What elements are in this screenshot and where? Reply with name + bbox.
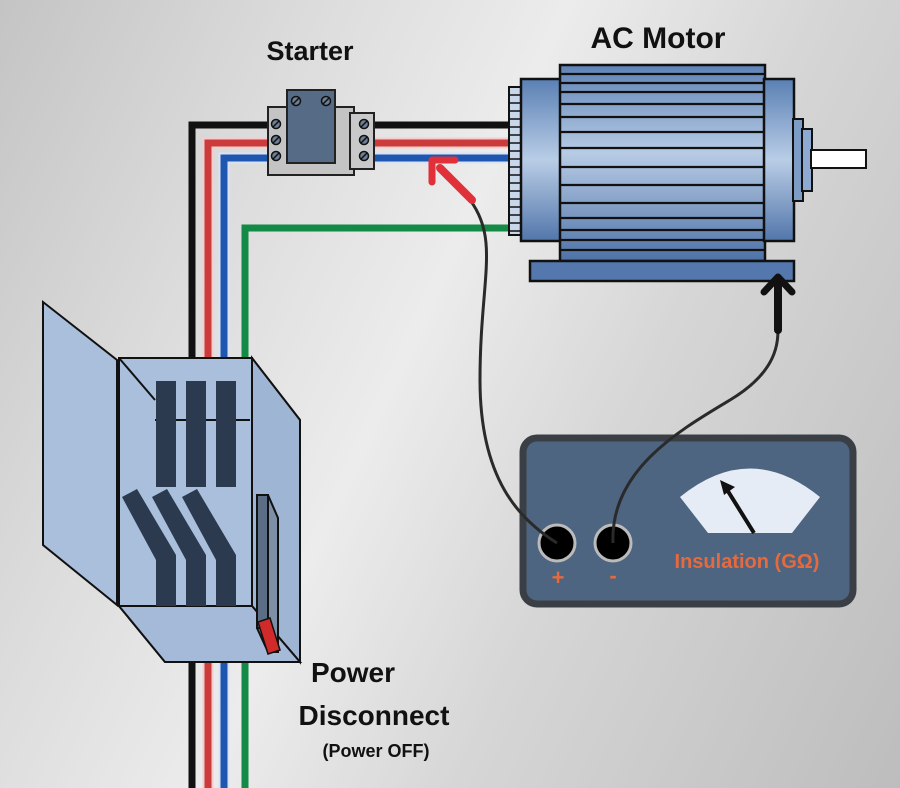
handle-red-tip xyxy=(257,617,281,655)
starter-label: Starter xyxy=(266,36,354,66)
disconnect-state-label: (Power OFF) xyxy=(323,741,430,761)
disconnect-label-line1: Power xyxy=(311,657,395,688)
positive-terminal-label: + xyxy=(552,565,565,590)
motor-base xyxy=(528,259,796,283)
starter[interactable] xyxy=(267,89,375,176)
negative-test-lead[interactable] xyxy=(611,273,796,544)
power-disconnect[interactable] xyxy=(42,299,303,665)
insulation-tester[interactable]: + - Insulation (GΩ) xyxy=(519,434,857,608)
ac-motor[interactable] xyxy=(508,63,867,283)
probe-arrow-black xyxy=(760,273,796,296)
probe-arrow-red xyxy=(428,156,459,186)
meter-needle xyxy=(724,486,756,535)
meter-dial xyxy=(680,468,820,533)
disconnect-label-line2: Disconnect xyxy=(299,700,450,731)
meter-title: Insulation (GΩ) xyxy=(675,551,820,573)
switch-blades-open xyxy=(122,489,236,606)
motor-label: AC Motor xyxy=(591,22,726,55)
positive-test-lead[interactable] xyxy=(428,156,558,545)
fixed-contacts xyxy=(156,381,236,487)
motor-shaft xyxy=(810,149,867,169)
cooling-fins xyxy=(561,72,764,252)
negative-terminal-label: - xyxy=(609,563,616,588)
